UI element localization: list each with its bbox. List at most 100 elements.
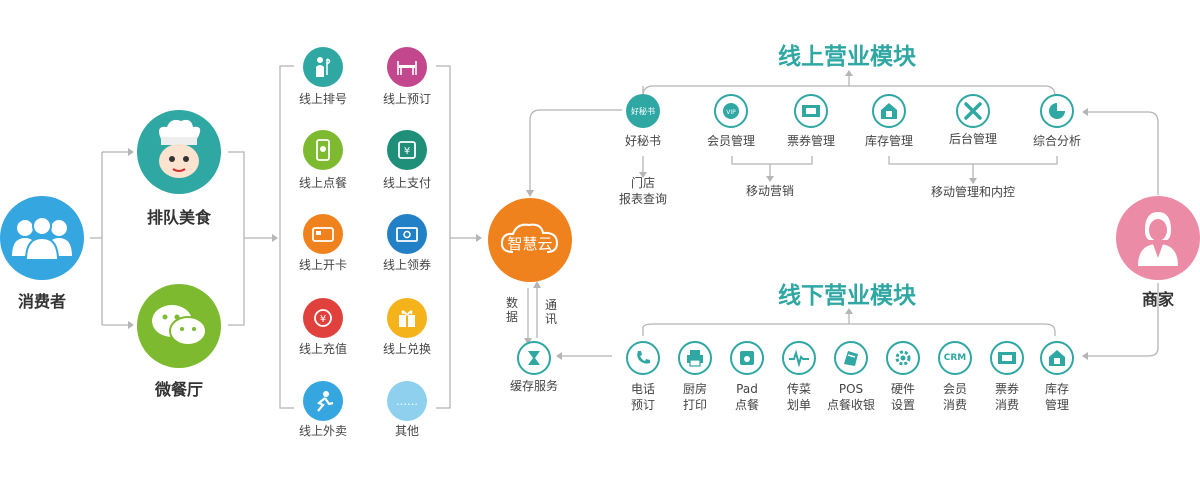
online-item-label: 后台管理 bbox=[948, 132, 997, 146]
offline-item-label: 硬件 设置 bbox=[873, 381, 933, 413]
backend-management-icon bbox=[956, 94, 990, 128]
feature-order-icon bbox=[303, 130, 343, 170]
ticket-consume-icon bbox=[990, 341, 1024, 375]
offline-item-line: 打印 bbox=[682, 398, 707, 412]
online-item-label: 会员管理 bbox=[706, 134, 755, 148]
feature-label: 线上支付 bbox=[382, 176, 431, 190]
hourglass-icon bbox=[528, 351, 540, 365]
feature-label: 线上外卖 bbox=[298, 424, 347, 438]
feature-label: 线上开卡 bbox=[298, 258, 347, 272]
data-link-up-label: 通讯 bbox=[545, 298, 558, 326]
cloud-label: 智慧云 bbox=[507, 234, 553, 253]
smart-cloud-node: 智慧云 bbox=[488, 198, 572, 282]
wechat-icon bbox=[152, 305, 207, 346]
feature-label: 线上兑换 bbox=[382, 342, 431, 356]
offline-item-label: 电话 预订 bbox=[613, 381, 673, 413]
channel-wechat-avatar bbox=[137, 284, 221, 368]
feature-recharge-icon: ¥ bbox=[303, 298, 343, 338]
online-item-label: 好秘书 bbox=[624, 134, 661, 148]
svg-text:VIP: VIP bbox=[726, 109, 736, 116]
offline-item-line: 传菜 bbox=[786, 382, 811, 396]
feature-other-icon: …… bbox=[387, 381, 427, 421]
dish-delivery-icon bbox=[782, 341, 816, 375]
offline-item-label: 库存 管理 bbox=[1027, 381, 1087, 413]
offline-item-line: 消费 bbox=[942, 398, 967, 412]
feature-label: 其他 bbox=[394, 424, 419, 438]
feature-label: 线上领券 bbox=[382, 258, 431, 272]
store-reports-label: 门店 报表查询 bbox=[603, 175, 683, 207]
offline-item-line: 票券 bbox=[994, 382, 1019, 396]
kitchen-print-icon bbox=[678, 341, 712, 375]
offline-item-line: 消费 bbox=[994, 398, 1019, 412]
member-management-icon: VIP bbox=[714, 94, 748, 128]
offline-item-line: 点餐 bbox=[734, 398, 759, 412]
feature-label: 线上充值 bbox=[298, 342, 347, 356]
merchant-avatar bbox=[1116, 196, 1200, 280]
online-item-label: 库存管理 bbox=[864, 134, 913, 148]
offline-item-label: 厨房 打印 bbox=[665, 381, 725, 413]
online-module-title: 线上营业模块 bbox=[778, 44, 916, 70]
cache-service-node bbox=[517, 341, 551, 375]
svg-text:¥: ¥ bbox=[404, 146, 410, 157]
offline-item-line: 电话 bbox=[630, 382, 655, 396]
feature-open-card-icon bbox=[303, 214, 343, 254]
ellipsis-icon: …… bbox=[396, 394, 418, 408]
svg-text:¥: ¥ bbox=[320, 314, 326, 325]
offline-item-line: 划单 bbox=[786, 398, 811, 412]
offline-item-line: 厨房 bbox=[682, 382, 707, 396]
feature-label: 线上点餐 bbox=[298, 176, 347, 190]
offline-item-line: 点餐收银 bbox=[826, 398, 875, 412]
ticket-management-icon bbox=[794, 94, 828, 128]
offline-item-label: 传菜 划单 bbox=[769, 381, 829, 413]
consumer-avatar bbox=[0, 196, 84, 280]
secretary-icon: 好秘书 bbox=[626, 94, 660, 128]
store-reports-line: 报表查询 bbox=[618, 192, 667, 206]
online-item-label: 综合分析 bbox=[1032, 134, 1081, 148]
feature-reservation-icon bbox=[387, 47, 427, 87]
offline-module-title: 线下营业模块 bbox=[778, 283, 916, 309]
offline-item-line: 管理 bbox=[1044, 398, 1069, 412]
mobile-marketing-label: 移动营销 bbox=[745, 184, 794, 198]
offline-item-line: 预订 bbox=[630, 398, 655, 412]
offline-item-label: 票券 消费 bbox=[977, 381, 1037, 413]
inventory-manage-icon bbox=[1040, 341, 1074, 375]
offline-item-line: 硬件 bbox=[890, 382, 915, 396]
merchant-person-icon bbox=[1138, 212, 1178, 266]
offline-item-line: 设置 bbox=[890, 398, 915, 412]
crm-glyph: CRM bbox=[943, 353, 967, 363]
member-consume-icon: CRM bbox=[938, 341, 972, 375]
analytics-icon bbox=[1040, 94, 1074, 128]
channel-queue-avatar bbox=[137, 110, 221, 194]
people-group-icon bbox=[12, 216, 72, 261]
feature-takeout-icon bbox=[303, 381, 343, 421]
feature-coupon-icon bbox=[387, 214, 427, 254]
cache-service-label: 缓存服务 bbox=[509, 379, 558, 393]
feature-payment-icon: ¥ bbox=[387, 130, 427, 170]
offline-item-line: 会员 bbox=[942, 382, 967, 396]
offline-item-label: 会员 消费 bbox=[925, 381, 985, 413]
feature-label: 线上预订 bbox=[382, 92, 431, 106]
feature-label: 线上排号 bbox=[298, 92, 347, 106]
consumer-label: 消费者 bbox=[17, 292, 66, 311]
hardware-settings-icon bbox=[886, 341, 920, 375]
offline-item-label: POS 点餐收银 bbox=[811, 381, 891, 413]
data-link-down-label: 数据 bbox=[506, 296, 519, 324]
pad-order-icon bbox=[730, 341, 764, 375]
pos-cashier-icon bbox=[834, 341, 868, 375]
offline-item-line: Pad bbox=[736, 382, 758, 396]
store-reports-line: 门店 bbox=[630, 176, 655, 190]
online-item-label: 票券管理 bbox=[786, 134, 835, 148]
phone-booking-icon bbox=[626, 341, 660, 375]
inventory-management-icon bbox=[872, 94, 906, 128]
channel-wechat-label: 微餐厅 bbox=[154, 380, 203, 399]
channel-queue-label: 排队美食 bbox=[146, 208, 211, 227]
cloud-icon bbox=[500, 223, 559, 253]
merchant-label: 商家 bbox=[1141, 290, 1174, 309]
secretary-glyph: 好秘书 bbox=[631, 106, 655, 116]
chef-icon bbox=[159, 119, 201, 178]
offline-item-line: 库存 bbox=[1044, 382, 1069, 396]
offline-item-label: Pad 点餐 bbox=[717, 381, 777, 413]
offline-item-line: POS bbox=[838, 382, 864, 396]
feature-queue-number-icon bbox=[303, 47, 343, 87]
